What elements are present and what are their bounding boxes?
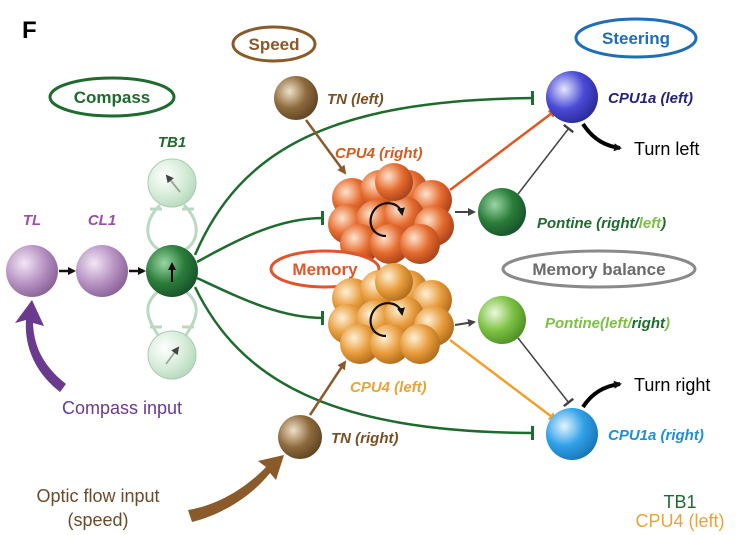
pontine-left-label-part2: right <box>632 315 666 332</box>
cpu1a-right-neuron <box>546 408 598 460</box>
tn-right-neuron <box>278 415 322 459</box>
compass-pill: Compass <box>48 76 176 118</box>
pontine-right-label-part2: left <box>639 215 663 232</box>
panel-letter: F <box>22 17 37 44</box>
pontine-left-label: Pontine(left/right) <box>545 315 670 332</box>
speed-pill-label: Speed <box>248 35 299 54</box>
legend-cpu4-left: CPU4 (left) <box>635 511 724 531</box>
memory-balance-pill-label: Memory balance <box>532 260 665 279</box>
tb1-neuron-main <box>146 245 198 297</box>
cpu4-right-loop-arrow <box>369 202 405 238</box>
cpu4-left-loop-arrow <box>369 302 405 338</box>
pontine-right-neuron <box>478 188 526 236</box>
tl-label: TL <box>23 212 41 229</box>
cpu1a-right-label: CPU1a (right) <box>608 427 704 444</box>
tb1-neuron-upper <box>147 158 197 208</box>
cl1-label: CL1 <box>88 212 116 229</box>
cpu4-right-to-cpu1a-left-arrow <box>449 108 558 191</box>
turn-left-arrow <box>581 122 622 152</box>
memory-balance-pill: Memory balance <box>501 249 697 289</box>
pontine-left-label-part3: ) <box>663 315 670 332</box>
tn-right-to-cpu4-arrow <box>308 360 347 416</box>
tl-neuron <box>6 245 58 297</box>
cpu4-left-cluster <box>328 263 454 364</box>
turn-left-label: Turn left <box>634 139 699 159</box>
pontine-left-to-cpu1a-right-inhibit <box>517 337 575 408</box>
turn-right-arrow <box>581 380 622 409</box>
pontine-right-label-part1: Pontine (right/ <box>537 215 640 232</box>
cpu1a-left-label: CPU1a (left) <box>608 90 693 107</box>
turn-right-label: Turn right <box>634 375 710 395</box>
tb1-projections <box>193 90 535 441</box>
cpu4-left-to-pontine-arrow <box>454 318 476 327</box>
cpu4-right-cluster <box>328 163 454 264</box>
cl1-neuron <box>76 245 128 297</box>
compass-pill-label: Compass <box>74 88 151 107</box>
tn-left-label: TN (left) <box>327 91 384 108</box>
steering-pill: Steering <box>574 17 698 59</box>
optic-flow-label-line2: (speed) <box>67 510 128 530</box>
tb1-neuron-lower <box>147 330 197 380</box>
pontine-right-to-cpu1a-left-inhibit <box>517 123 575 195</box>
tn-left-to-cpu4-arrow <box>304 119 347 175</box>
optic-flow-input-arrow <box>188 455 284 522</box>
compass-input-arrow <box>15 300 66 392</box>
pontine-left-neuron <box>478 296 526 344</box>
cpu1a-left-neuron <box>546 71 598 123</box>
speed-pill: Speed <box>231 25 317 63</box>
steering-pill-label: Steering <box>602 29 670 48</box>
cpu4-right-label: CPU4 (right) <box>335 145 423 162</box>
memory-pill-label: Memory <box>292 260 358 279</box>
cpu4-left-label: CPU4 (left) <box>350 379 427 396</box>
compass-input-label: Compass input <box>62 398 182 418</box>
pontine-right-label: Pontine (right/left) <box>537 215 666 232</box>
tn-right-label: TN (right) <box>331 430 398 447</box>
pontine-left-label-part1: Pontine(left/ <box>545 315 633 332</box>
legend-tb1: TB1 <box>663 492 696 512</box>
tn-left-neuron <box>274 76 318 120</box>
pontine-right-label-part3: ) <box>659 215 666 232</box>
tb1-label: TB1 <box>158 134 186 151</box>
optic-flow-label-line1: Optic flow input <box>36 486 159 506</box>
tb1-feedback-loops <box>146 203 198 339</box>
cpu4-left-to-cpu1a-right-arrow <box>449 339 558 422</box>
